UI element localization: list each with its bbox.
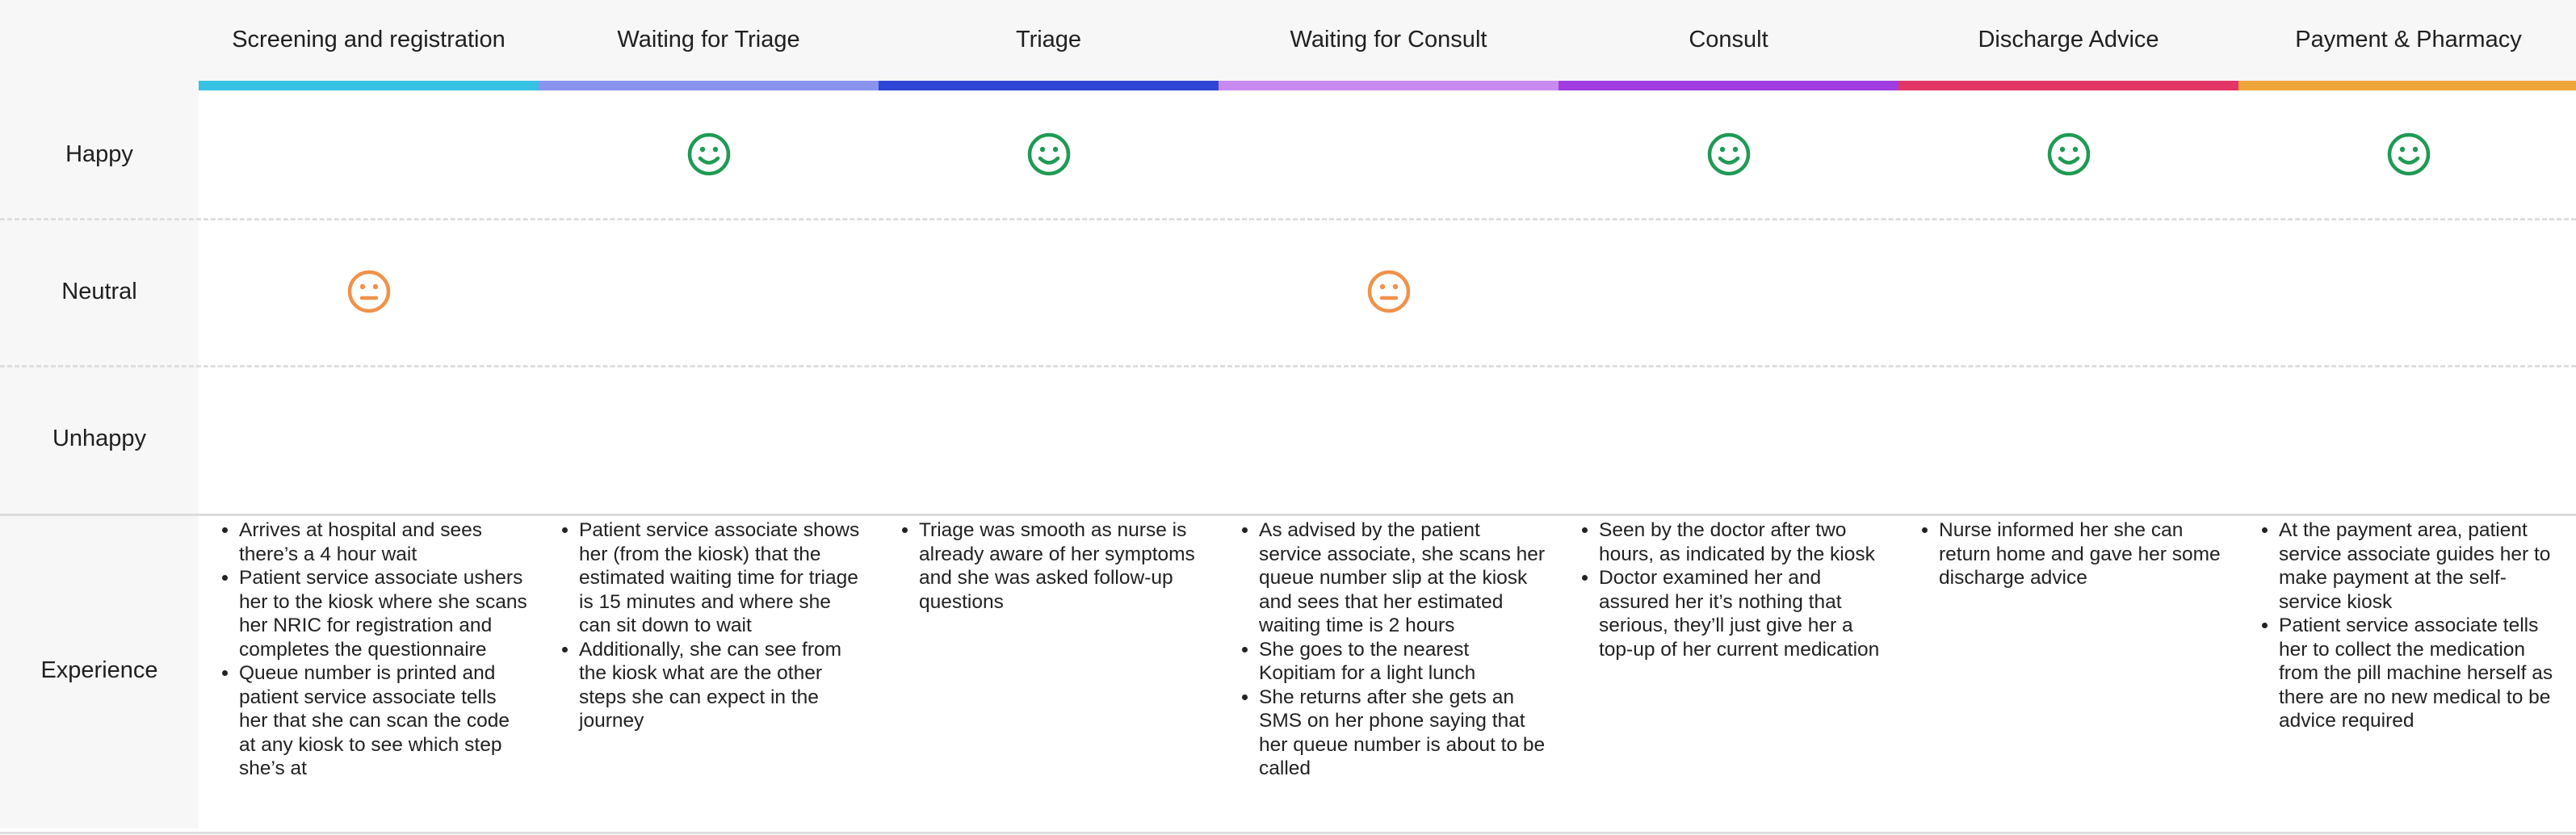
- stage-color-bar: [1559, 81, 1898, 90]
- experience-item: Nurse informed her she can return home a…: [1939, 518, 2227, 590]
- experience-item: Triage was smooth as nurse is already aw…: [919, 518, 1207, 614]
- row-divider: [0, 832, 2576, 834]
- stage-color-bar: [1898, 81, 2238, 90]
- experience-cell: At the payment area, patient service ass…: [2238, 512, 2576, 829]
- experience-item: Seen by the doctor after two hours, as i…: [1599, 518, 1887, 566]
- emotion-cell: [539, 365, 879, 512]
- row-label-neutral: Neutral: [0, 218, 199, 365]
- stage-header: Triage: [879, 0, 1219, 90]
- emotion-cell: [199, 365, 539, 512]
- neutral-face-icon: [347, 270, 390, 313]
- row-label-experience: Experience: [0, 512, 199, 829]
- stage-title: Consult: [1689, 27, 1768, 52]
- emotion-cell: [879, 218, 1219, 365]
- emotion-cell: [879, 365, 1219, 512]
- happy-face-icon: [2047, 132, 2090, 176]
- experience-cell: Seen by the doctor after two hours, as i…: [1559, 512, 1898, 829]
- stage-title: Screening and registration: [232, 27, 506, 52]
- experience-item: Additionally, she can see from the kiosk…: [579, 638, 867, 733]
- row-divider: [0, 218, 2576, 220]
- emotion-cell: [1559, 365, 1898, 512]
- happy-face-icon: [2387, 132, 2430, 176]
- emotion-cell: [1898, 365, 2238, 512]
- happy-face-icon: [687, 132, 730, 176]
- row-divider: [0, 365, 2576, 367]
- stage-header: Waiting for Triage: [539, 0, 879, 90]
- emotion-cell: [1559, 218, 1898, 365]
- experience-cell: As advised by the patient service associ…: [1219, 512, 1559, 829]
- stage-title: Triage: [1015, 27, 1082, 52]
- stage-color-bar: [2238, 81, 2576, 90]
- experience-cell: Triage was smooth as nurse is already aw…: [879, 512, 1219, 829]
- stage-header: Payment & Pharmacy: [2238, 0, 2576, 90]
- emotion-cell: [1219, 218, 1559, 365]
- experience-list: Triage was smooth as nurse is already aw…: [900, 518, 1207, 614]
- stage-title: Waiting for Triage: [617, 27, 800, 52]
- experience-cell: Nurse informed her she can return home a…: [1898, 512, 2238, 829]
- experience-list: At the payment area, patient service ass…: [2259, 518, 2567, 733]
- experience-item: As advised by the patient service associ…: [1259, 518, 1547, 638]
- emotion-cell: [539, 218, 879, 365]
- emotion-cell: [199, 90, 539, 218]
- stage-header: Discharge Advice: [1898, 0, 2238, 90]
- emotion-cell: [2238, 365, 2576, 512]
- experience-item: Queue number is printed and patient serv…: [239, 661, 527, 781]
- experience-item: Patient service associate shows her (fro…: [579, 518, 867, 638]
- stage-title: Discharge Advice: [1978, 27, 2159, 52]
- experience-cell: Arrives at hospital and sees there’s a 4…: [199, 512, 539, 829]
- emotion-cell: [1898, 218, 2238, 365]
- emotion-cell: [2238, 90, 2576, 218]
- emotion-cell: [539, 90, 879, 218]
- emotion-cell: [1219, 90, 1559, 218]
- experience-item: Arrives at hospital and sees there’s a 4…: [239, 518, 527, 566]
- stage-header: Screening and registration: [199, 0, 539, 90]
- emotion-cell: [199, 218, 539, 365]
- stage-header: Waiting for Consult: [1219, 0, 1559, 90]
- happy-face-icon: [1707, 132, 1750, 176]
- experience-item: At the payment area, patient service ass…: [2279, 518, 2567, 614]
- experience-list: As advised by the patient service associ…: [1240, 518, 1547, 781]
- experience-list: Arrives at hospital and sees there’s a 4…: [220, 518, 527, 781]
- emotion-cell: [1559, 90, 1898, 218]
- emotion-cell: [1898, 90, 2238, 218]
- emotion-cell: [1219, 365, 1559, 512]
- neutral-face-icon: [1367, 270, 1410, 313]
- stage-color-bar: [199, 81, 539, 90]
- experience-list: Patient service associate shows her (fro…: [560, 518, 867, 733]
- stage-header: Consult: [1559, 0, 1898, 90]
- experience-item: She returns after she gets an SMS on her…: [1259, 686, 1547, 781]
- stage-color-bar: [1219, 81, 1559, 90]
- row-divider: [0, 514, 2576, 516]
- emotion-cell: [879, 90, 1219, 218]
- stage-color-bar: [539, 81, 879, 90]
- experience-cell: Patient service associate shows her (fro…: [539, 512, 879, 829]
- row-label-unhappy: Unhappy: [0, 365, 199, 512]
- stage-title: Waiting for Consult: [1290, 27, 1487, 52]
- experience-list: Nurse informed her she can return home a…: [1919, 518, 2227, 590]
- experience-item: She goes to the nearest Kopitiam for a l…: [1259, 638, 1547, 686]
- experience-list: Seen by the doctor after two hours, as i…: [1580, 518, 1887, 661]
- stage-title: Payment & Pharmacy: [2295, 27, 2522, 52]
- experience-item: Doctor examined her and assured her it’s…: [1599, 566, 1887, 661]
- experience-item: Patient service associate ushers her to …: [239, 566, 527, 661]
- row-label-happy: Happy: [0, 90, 199, 218]
- emotion-cell: [2238, 218, 2576, 365]
- stage-color-bar: [879, 81, 1219, 90]
- header-corner: [0, 0, 199, 90]
- experience-item: Patient service associate tells her to c…: [2279, 614, 2567, 733]
- happy-face-icon: [1027, 132, 1070, 176]
